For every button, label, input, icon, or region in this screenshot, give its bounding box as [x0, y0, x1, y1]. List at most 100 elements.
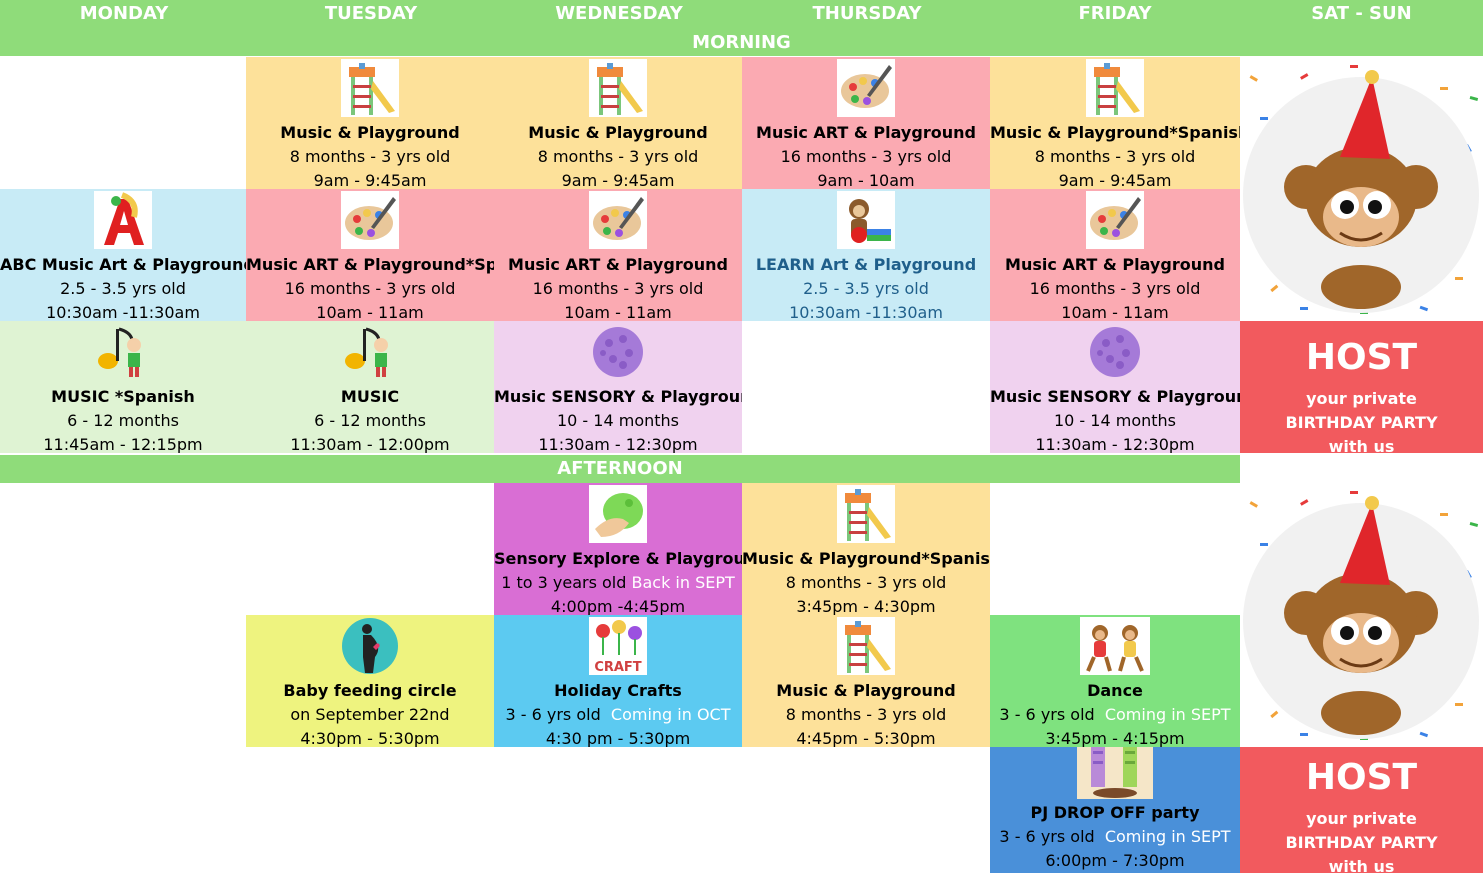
- class-title: Baby feeding circle: [283, 681, 457, 700]
- party-monkey-icon: [1240, 57, 1483, 321]
- host-title: HOST: [1305, 757, 1418, 798]
- class-title: PJ DROP OFF party: [1030, 803, 1200, 822]
- class-title: Music & Playground: [280, 123, 460, 142]
- class-card[interactable]: LEARN Art & Playground 2.5 - 3.5 yrs old…: [742, 189, 990, 321]
- class-card[interactable]: Music & Playground 8 months - 3 yrs old …: [742, 615, 990, 747]
- class-card[interactable]: MUSIC *Spanish 6 - 12 months 11:45am - 1…: [0, 321, 246, 453]
- class-age: 16 months - 3 yrs old: [780, 147, 952, 166]
- host-party-banner[interactable]: HOST your private BIRTHDAY PARTY with us: [1240, 321, 1483, 456]
- class-time: 11:30am - 12:30pm: [538, 435, 698, 453]
- class-card[interactable]: Music SENSORY & Playground 10 - 14 month…: [990, 321, 1240, 453]
- class-age: 3 - 6 yrs old Coming in SEPT: [999, 705, 1231, 724]
- slime-hand-icon: [589, 485, 647, 543]
- playground-slide-icon: [837, 617, 895, 675]
- class-card[interactable]: ABC Music Art & Playground 2.5 - 3.5 yrs…: [0, 189, 246, 321]
- class-card[interactable]: Music & Playground*Spanish 8 months - 3 …: [990, 57, 1240, 189]
- class-card[interactable]: Dance 3 - 6 yrs old Coming in SEPT 3:45p…: [990, 615, 1240, 747]
- class-time: 10am - 11am: [564, 303, 672, 321]
- svg-text:CRAFT: CRAFT: [594, 660, 641, 675]
- paint-palette-icon: [341, 191, 399, 249]
- class-card[interactable]: Music ART & Playground 16 months - 3 yrs…: [494, 189, 742, 321]
- class-card[interactable]: Music ART & Playground*Spanish 16 months…: [246, 189, 494, 321]
- class-title: Music ART & Playground: [1005, 255, 1225, 274]
- class-title: MUSIC *Spanish: [51, 387, 195, 406]
- party-monkey-icon: [1240, 483, 1483, 747]
- class-time: 9am - 10am: [817, 171, 915, 189]
- class-card[interactable]: Baby feeding circle on September 22nd 4:…: [246, 615, 494, 747]
- host-title: HOST: [1305, 337, 1418, 378]
- class-title: Music SENSORY & Playground: [990, 387, 1240, 406]
- class-age: 8 months - 3 yrs old: [785, 573, 947, 592]
- class-age: 3 - 6 yrs old Coming in SEPT: [999, 827, 1231, 846]
- class-title: ABC Music Art & Playground: [0, 255, 246, 274]
- class-age: 3 - 6 yrs old Coming in OCT: [505, 705, 731, 724]
- playground-slide-icon: [589, 59, 647, 117]
- class-card[interactable]: CRAFT Holiday Crafts 3 - 6 yrs old Comin…: [494, 615, 742, 747]
- class-card[interactable]: Music ART & Playground 16 months - 3 yrs…: [990, 189, 1240, 321]
- class-age: 10 - 14 months: [1053, 411, 1176, 430]
- day-weekend: SAT - SUN: [1311, 3, 1412, 24]
- day-tuesday: TUESDAY: [324, 3, 418, 24]
- playground-slide-icon: [341, 59, 399, 117]
- pregnant-silhouette-icon: [341, 617, 399, 675]
- day-thursday: THURSDAY: [812, 3, 922, 24]
- pajama-legs-icon: [1077, 747, 1153, 799]
- class-title: Music SENSORY & Playground: [494, 387, 742, 406]
- class-title: Music ART & Playground: [756, 123, 976, 142]
- music-note-kid-icon: [94, 323, 152, 381]
- class-time: 6:00pm - 7:30pm: [1045, 851, 1185, 870]
- class-time: 11:30am - 12:30pm: [1035, 435, 1195, 453]
- class-note: Coming in SEPT: [1104, 705, 1231, 724]
- class-card[interactable]: Music & Playground 8 months - 3 yrs old …: [246, 57, 494, 189]
- sensory-ball-icon: [589, 323, 647, 381]
- paint-palette-icon: [1086, 191, 1144, 249]
- class-age: 6 - 12 months: [314, 411, 426, 430]
- music-note-kid-icon: [341, 323, 399, 381]
- class-card[interactable]: Music SENSORY & Playground 10 - 14 month…: [494, 321, 742, 453]
- class-card[interactable]: Music & Playground*Spanish 8 months - 3 …: [742, 483, 990, 615]
- class-note: Coming in SEPT: [1104, 827, 1231, 846]
- class-time: 11:45am - 12:15pm: [43, 435, 203, 453]
- host-line: BIRTHDAY PARTY: [1285, 413, 1438, 432]
- paint-palette-icon: [589, 191, 647, 249]
- class-card[interactable]: PJ DROP OFF party 3 - 6 yrs old Coming i…: [990, 747, 1240, 873]
- class-card[interactable]: Music & Playground 8 months - 3 yrs old …: [494, 57, 742, 189]
- host-party-banner[interactable]: HOST your private BIRTHDAY PARTY with us: [1240, 747, 1483, 876]
- host-line: your private: [1306, 389, 1417, 408]
- section-morning: MORNING: [0, 30, 1483, 56]
- class-card[interactable]: Sensory Explore & Playground 1 to 3 year…: [494, 483, 742, 615]
- section-afternoon: AFTERNOON: [0, 455, 1240, 483]
- letter-a-icon: [94, 191, 152, 249]
- class-title: Music & Playground: [776, 681, 956, 700]
- class-time: 4:30pm - 5:30pm: [300, 729, 440, 747]
- day-header-bar: MONDAY TUESDAY WEDNESDAY THURSDAY FRIDAY…: [0, 0, 1483, 30]
- class-time: 10am - 11am: [1061, 303, 1169, 321]
- class-time: 10:30am -11:30am: [46, 303, 200, 321]
- host-line: BIRTHDAY PARTY: [1285, 833, 1438, 852]
- paint-palette-icon: [837, 59, 895, 117]
- class-title: Music & Playground*Spanish: [742, 549, 990, 568]
- class-title: Dance: [1087, 681, 1143, 700]
- class-title: Music ART & Playground: [508, 255, 728, 274]
- host-line: your private: [1306, 809, 1417, 828]
- class-age: 6 - 12 months: [67, 411, 179, 430]
- class-card[interactable]: Music ART & Playground 16 months - 3 yrs…: [742, 57, 990, 189]
- host-line: with us: [1328, 437, 1395, 456]
- class-title: Music & Playground: [528, 123, 708, 142]
- class-time: 4:00pm -4:45pm: [550, 597, 686, 615]
- class-time: 4:45pm - 5:30pm: [796, 729, 936, 747]
- playground-slide-icon: [1086, 59, 1144, 117]
- class-age: 16 months - 3 yrs old: [532, 279, 704, 298]
- dancing-monkeys-icon: [1080, 617, 1150, 675]
- class-card[interactable]: MUSIC 6 - 12 months 11:30am - 12:00pm: [246, 321, 494, 453]
- sensory-ball-icon: [1086, 323, 1144, 381]
- day-wednesday: WEDNESDAY: [555, 3, 683, 24]
- class-title: Music & Playground*Spanish: [990, 123, 1240, 142]
- day-monday: MONDAY: [79, 3, 169, 24]
- class-age: 16 months - 3 yrs old: [284, 279, 456, 298]
- class-age: 8 months - 3 yrs old: [785, 705, 947, 724]
- class-title: Holiday Crafts: [554, 681, 682, 700]
- class-age: 1 to 3 years old Back in SEPT: [501, 573, 735, 592]
- class-age: 10 - 14 months: [556, 411, 679, 430]
- class-age: on September 22nd: [290, 705, 450, 724]
